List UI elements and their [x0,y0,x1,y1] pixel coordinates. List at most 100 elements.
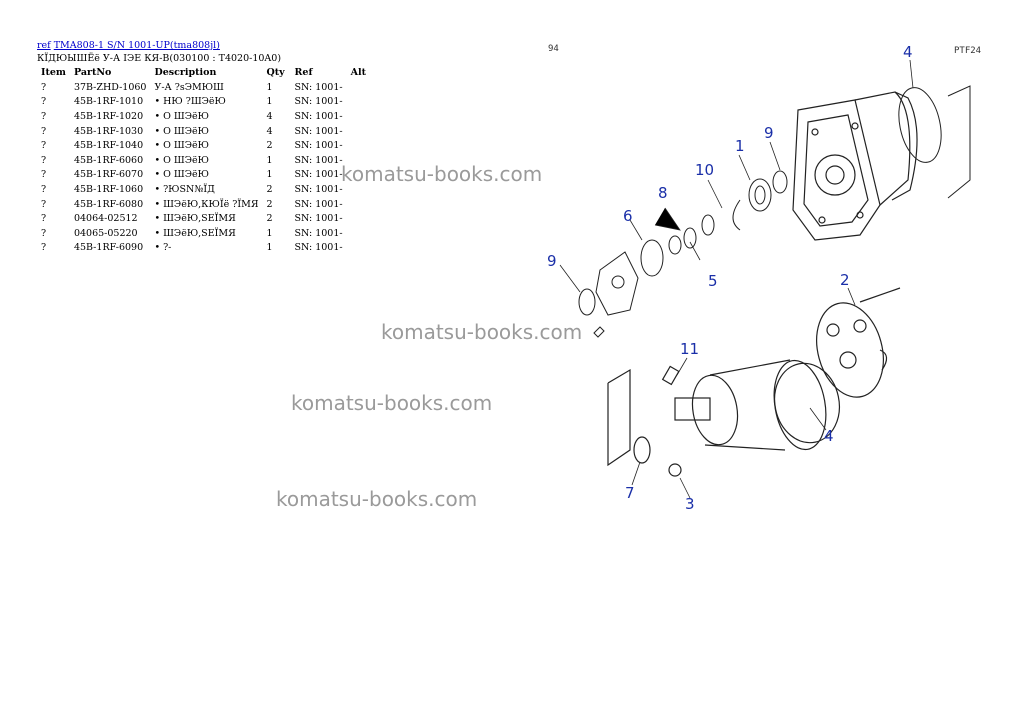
cell-item: ? [41,125,47,137]
callout-number: 9 [547,252,557,270]
cell-item: ? [41,183,47,195]
cell-qty: 1 [266,81,273,93]
cell-ref: SN: 1001- [294,242,343,254]
motor-body-drawing [607,359,840,477]
callout-number: 2 [840,271,850,289]
watermark-text: komatsu-books.com [341,162,543,186]
cell-qty: 1 [266,96,273,108]
cell-item: ? [41,213,47,225]
watermark-text: komatsu-books.com [381,320,583,344]
cell-partno: 37B-ZHD-1060 [73,81,147,93]
callout-number: 4 [903,43,913,61]
callout-number: 6 [623,207,633,225]
cell-ref: SN: 1001- [294,110,343,122]
cell-item: ? [41,140,47,152]
column-header-ref: Ref [294,67,313,78]
cell-item: ? [41,81,47,93]
cell-partno: 45B-1RF-1020 [73,110,144,122]
cell-description: • НЮ ?ШЭёЮ [154,96,226,108]
callout-number: 3 [685,495,695,513]
cell-qty: 2 [266,213,273,225]
cell-ref: SN: 1001- [294,154,343,166]
cell-alt [347,197,370,212]
cell-description: • ШЭёЮ,SЕЇМЯ [154,213,236,225]
cell-alt [347,211,370,226]
table-row: ? 45B-1RF-1010 • НЮ ?ШЭёЮ 1 SN: 1001- [37,95,370,110]
table-row: ? 45B-1RF-6070 • О ШЭёЮ 1 SN: 1001- [37,168,370,183]
cell-partno: 45B-1RF-1010 [73,96,144,108]
cell-alt [347,124,370,139]
cell-partno: 45B-1RF-1040 [73,140,144,152]
cell-ref: SN: 1001- [294,140,343,152]
cell-item: ? [41,227,47,239]
cell-qty: 1 [266,227,273,239]
cell-item: ? [41,110,47,122]
table-row: ? 04065-05220 • ШЭёЮ,SЕЇМЯ 1 SN: 1001- [37,226,370,241]
column-header-description: Description [154,67,217,78]
callout-leaders [559,59,914,499]
callout-number: 10 [695,161,714,179]
cell-ref: SN: 1001- [294,213,343,225]
housing-drawing [792,91,918,241]
cell-partno: 04065-05220 [73,227,138,239]
ref-link[interactable]: ref [37,40,51,51]
cell-item: ? [41,242,47,254]
diagram-page-code: PTF24 [954,46,981,56]
watermark-text: komatsu-books.com [291,391,493,415]
callout-number: 9 [764,124,774,142]
column-header-qty: Qty [266,67,285,78]
column-header-item: Item [41,67,66,78]
ring-parts-drawing [578,170,788,338]
cell-description: • О ШЭёЮ [154,140,209,152]
cell-qty: 2 [266,140,273,152]
cell-partno: 45B-1RF-6070 [73,169,144,181]
table-row: ? 04064-02512 • ШЭёЮ,SЕЇМЯ 2 SN: 1001- [37,211,370,226]
cell-ref: SN: 1001- [294,198,343,210]
diagram-page-number: 94 [548,44,559,54]
assembly-title: КЇДЮЫШЁё У-А ІЭЕ КЯ-В(030100 : T4020-10A… [37,53,282,64]
table-row: ? 45B-1RF-1020 • О ШЭёЮ 4 SN: 1001- [37,109,370,124]
cell-partno: 45B-1RF-6090 [73,242,144,254]
cell-description: • О ШЭёЮ [154,125,209,137]
cell-alt [347,95,370,110]
cell-item: ? [41,96,47,108]
cell-description: У-А ?sЭМЮШ [154,81,224,93]
callout-number: 5 [708,272,718,290]
watermark-text: komatsu-books.com [276,487,478,511]
cell-description: • О ШЭёЮ [154,154,209,166]
callout-number: 4 [824,427,834,445]
cell-description: • ШЭёЮ,SЕЇМЯ [154,227,236,239]
cell-ref: SN: 1001- [294,96,343,108]
cell-qty: 4 [266,110,273,122]
cell-alt [347,226,370,241]
cell-qty: 2 [266,183,273,195]
o-ring-drawing [898,85,971,199]
column-header-alt: Alt [350,67,366,78]
cell-qty: 1 [266,154,273,166]
column-header-partno: PartNo [73,67,112,78]
cell-item: ? [41,169,47,181]
cell-item: ? [41,198,47,210]
cell-description: • ?- [154,242,172,254]
cell-partno: 04064-02512 [73,213,138,225]
callout-number: 1 [735,137,745,155]
cell-partno: 45B-1RF-1030 [73,125,144,137]
cell-ref: SN: 1001- [294,227,343,239]
catalog-header: ref TMA808-1 S/N 1001-UP(tma808jl) [37,39,220,52]
parts-table: Item PartNo Description Qty Ref Alt ? 37B… [37,66,370,255]
cell-partno: 45B-1RF-6080 [73,198,144,210]
model-link[interactable]: TMA808-1 S/N 1001-UP(tma808jl) [53,40,220,51]
cell-ref: SN: 1001- [294,183,343,195]
cell-description: • О ШЭёЮ [154,110,209,122]
cell-ref: SN: 1001- [294,125,343,137]
cell-alt [347,109,370,124]
cell-qty: 1 [266,169,273,181]
cell-description: • О ШЭёЮ [154,169,209,181]
cell-alt [347,80,370,95]
cell-ref: SN: 1001- [294,169,343,181]
